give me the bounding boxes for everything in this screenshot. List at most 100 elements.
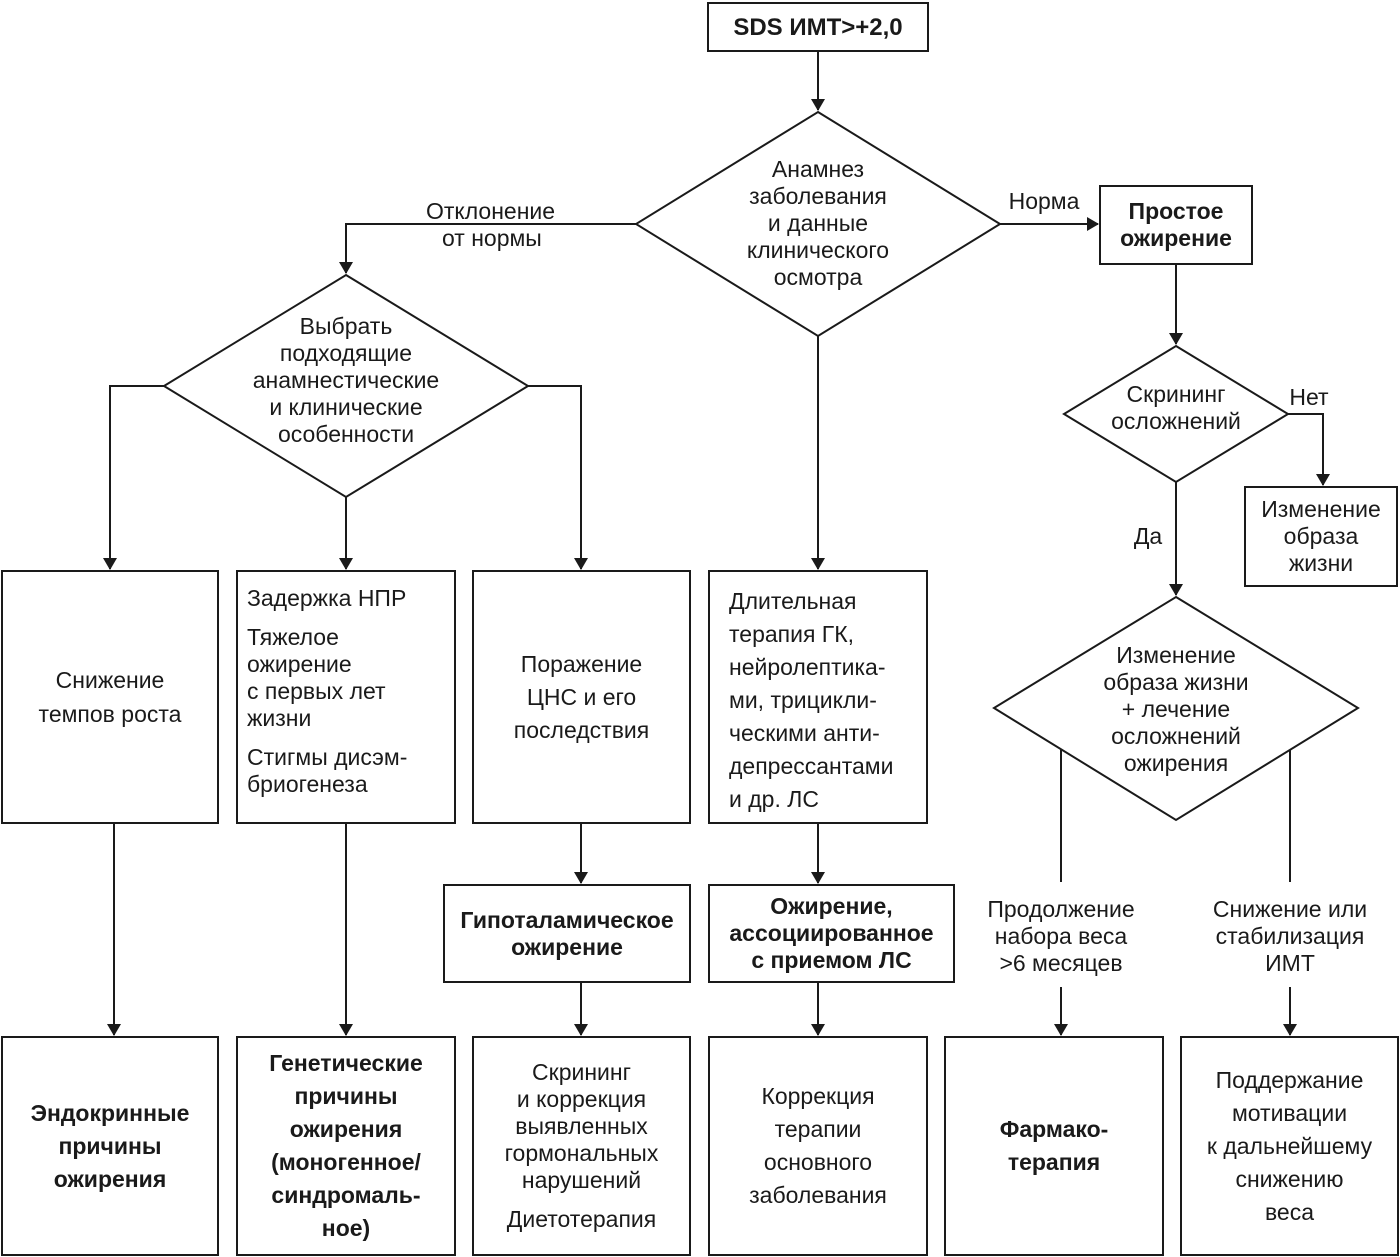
- motivation-line: к дальнейшему: [1206, 1132, 1373, 1159]
- edge-continue-line: >6 месяцев: [999, 950, 1123, 976]
- edge-norm-text: Норма: [1008, 188, 1080, 214]
- screening-hormonal-box-shape: [472, 1036, 691, 1256]
- correction-line: терапии: [774, 1116, 862, 1142]
- edge-label-yes: Да: [1126, 523, 1170, 550]
- correction-line: основного: [763, 1149, 873, 1175]
- pharma-box-shape: [944, 1036, 1164, 1256]
- drug-obesity-line: ассоциированное: [729, 920, 934, 946]
- edge-label-decrease: Снижение или стабилизация ИМТ: [1190, 896, 1390, 977]
- select-decision-line: и клинические: [269, 394, 423, 420]
- genetic-line: синдромаль-: [271, 1182, 421, 1208]
- therapy-line: и др. ЛС: [729, 786, 819, 812]
- cns-line: ЦНС и его: [526, 683, 637, 710]
- main-decision-line: осмотра: [773, 264, 863, 290]
- edge-decrease-line: ИМТ: [1265, 950, 1315, 976]
- genetic-outcome: Генетические причины ожирения (моногенно…: [237, 1037, 455, 1255]
- motivation-line: снижению: [1235, 1165, 1344, 1192]
- correction-box-shape: [708, 1036, 928, 1256]
- screening-decision-text: Скрининг осложнений: [1096, 381, 1256, 435]
- edge-yes-text: Да: [1133, 523, 1163, 549]
- correction-outcome: Коррекция терапии основного заболевания: [709, 1037, 927, 1255]
- arrow-select-growth: [103, 385, 164, 570]
- genetic-line: Генетические: [269, 1050, 423, 1076]
- arrow-select-cns: [528, 385, 588, 570]
- npr-line: бриогенеза: [247, 771, 368, 797]
- npr-node: Задержка НПР Тяжелое ожирение с первых л…: [237, 571, 455, 823]
- lifestyle-line: образа: [1283, 523, 1359, 549]
- lifestyle-node: Изменение образа жизни: [1245, 487, 1397, 586]
- lifestyle-treat-line: образа жизни: [1103, 669, 1249, 695]
- correction-line: Коррекция: [761, 1083, 875, 1109]
- genetic-line: (моногенное/: [271, 1149, 421, 1175]
- edge-continue-line: набора веса: [994, 923, 1128, 949]
- screening-hormonal-outcome: Скрининг и коррекция выявленных гормонал…: [473, 1037, 690, 1255]
- genetic-line: причины: [294, 1083, 398, 1109]
- select-decision-line: анамнестические: [252, 367, 440, 393]
- main-decision-text: Анамнез заболевания и данные клиническог…: [718, 156, 918, 291]
- endocrine-box-shape: [1, 1036, 219, 1256]
- npr-line: ожирение: [247, 651, 352, 677]
- hypothalamic-node: Гипоталамическое ожирение: [444, 885, 690, 982]
- lifestyle-line: жизни: [1288, 550, 1354, 576]
- therapy-line: терапия ГК,: [729, 621, 855, 647]
- select-decision-line: особенности: [277, 421, 415, 447]
- screening-hormonal-line: выявленных: [515, 1113, 648, 1139]
- edge-deviation-line: Отклонение: [426, 198, 556, 224]
- screening-hormonal-line: нарушений: [521, 1167, 642, 1193]
- hypothalamic-line: Гипоталамическое: [460, 906, 674, 933]
- pharma-outcome: Фармако- терапия: [945, 1037, 1163, 1255]
- npr-line: Задержка НПР: [247, 585, 407, 611]
- screening-hormonal-line: Скрининг: [532, 1059, 631, 1085]
- main-decision-line: и данные: [767, 210, 869, 236]
- screening-decision-line: Скрининг: [1126, 381, 1226, 407]
- npr-line: жизни: [247, 705, 312, 731]
- growth-box-shape: [1, 570, 219, 824]
- main-decision-line: заболевания: [749, 183, 887, 209]
- arrow-main-select: [339, 223, 636, 274]
- lifestyle-treat-line: + лечение: [1121, 696, 1231, 722]
- lifestyle-treat-line: ожирения: [1123, 750, 1229, 776]
- screening-decision-line: осложнений: [1111, 408, 1241, 434]
- lifestyle-line: Изменение: [1261, 496, 1381, 522]
- edge-no-text: Нет: [1289, 384, 1329, 410]
- growth-line: Снижение: [55, 666, 165, 693]
- endocrine-outcome: Эндокринные причины ожирения: [2, 1037, 218, 1255]
- screening-hormonal-line: гормональных: [504, 1140, 659, 1166]
- edge-continue-line: Продолжение: [987, 896, 1135, 922]
- lifestyle-treat-line: Изменение: [1116, 642, 1236, 668]
- motivation-line: Поддержание: [1215, 1066, 1364, 1093]
- growth-line: темпов роста: [38, 700, 182, 727]
- start-node: SDS ИМТ>+2,0: [708, 3, 928, 51]
- main-decision-line: клинического: [746, 237, 890, 263]
- pharma-line: терапия: [1007, 1149, 1101, 1175]
- motivation-line: мотивации: [1231, 1099, 1348, 1126]
- lifestyle-box-shape: [1244, 486, 1398, 587]
- screening-hormonal-line: и коррекция: [516, 1086, 647, 1112]
- simple-obesity-node: Простое ожирение: [1100, 186, 1252, 264]
- select-decision-line: Выбрать: [299, 313, 393, 339]
- edge-label-deviation: Отклонение от нормы: [418, 198, 578, 252]
- endocrine-line: причины: [58, 1132, 162, 1159]
- therapy-line: депрессантами: [729, 753, 894, 779]
- endocrine-line: Эндокринные: [30, 1099, 190, 1126]
- lifestyle-treat-decision-shape: [992, 595, 1360, 822]
- simple-obesity-line: ожирение: [1120, 225, 1232, 251]
- edge-decrease-line: Снижение или: [1212, 896, 1368, 922]
- growth-node: Снижение темпов роста: [2, 571, 218, 823]
- start-label: SDS ИМТ>+2,0: [733, 13, 903, 41]
- hypothalamic-box-shape: [443, 884, 691, 983]
- cns-line: последствия: [513, 716, 650, 743]
- drug-obesity-node: Ожирение, ассоциированное с приемом ЛС: [709, 885, 954, 982]
- therapy-line: ческими анти-: [729, 720, 880, 746]
- therapy-line: нейролептика-: [729, 654, 886, 680]
- edge-label-no: Нет: [1284, 384, 1334, 411]
- endocrine-line: ожирения: [53, 1165, 167, 1192]
- cns-node: Поражение ЦНС и его последствия: [473, 571, 690, 823]
- motivation-box-shape: [1180, 1036, 1399, 1256]
- npr-line: Тяжелое: [247, 624, 339, 650]
- therapy-line: ми, трицикли-: [729, 687, 877, 713]
- edge-label-continue: Продолжение набора веса >6 месяцев: [966, 896, 1156, 977]
- lifestyle-treat-line: осложнений: [1111, 723, 1241, 749]
- correction-line: заболевания: [749, 1182, 887, 1208]
- motivation-outcome: Поддержание мотивации к дальнейшему сниж…: [1181, 1037, 1398, 1255]
